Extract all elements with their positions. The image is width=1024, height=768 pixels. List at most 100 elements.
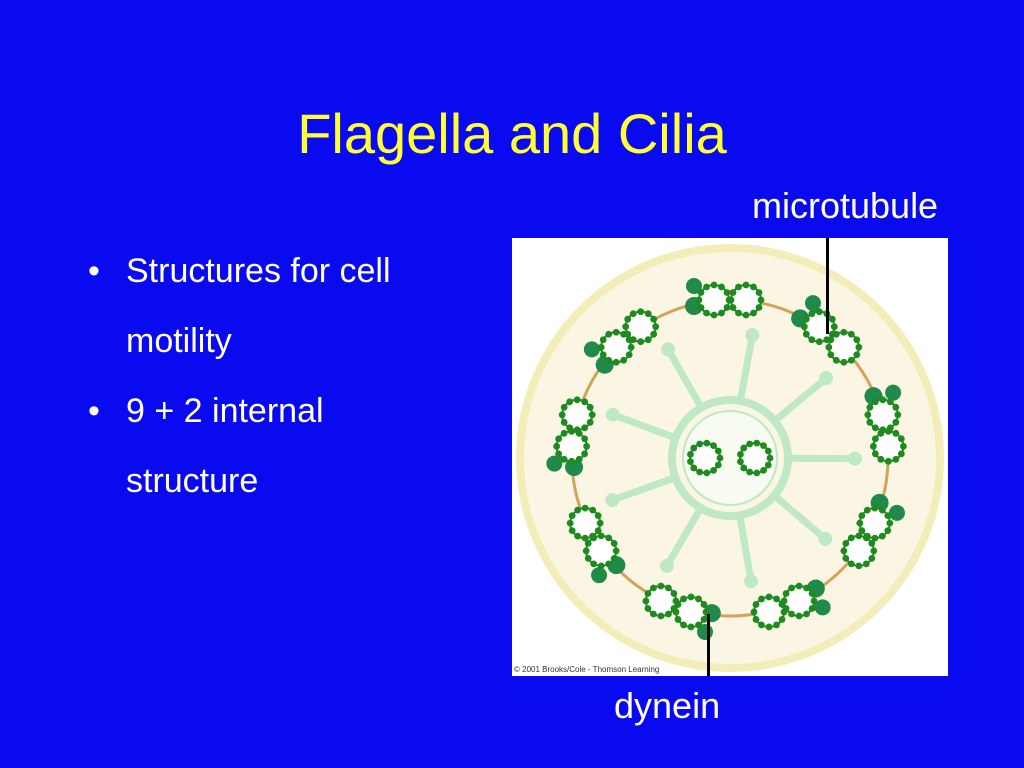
doublet-b-tubule: [872, 430, 905, 463]
tubulin-bead: [832, 356, 840, 364]
tubulin-bead: [758, 621, 765, 629]
tubulin-bead: [665, 584, 672, 592]
tubulin-bead: [700, 601, 708, 608]
tubulin-bead: [574, 506, 582, 514]
bullet-item: 9 + 2 internal structure: [88, 376, 448, 516]
tubulin-bead: [765, 593, 773, 601]
dynein-arm: [546, 455, 563, 472]
tubulin-bead: [780, 608, 788, 616]
tubulin-bead: [568, 457, 576, 465]
tubulin-bead: [650, 330, 658, 338]
tubulin-bead: [795, 582, 803, 590]
tubulin-bead: [589, 532, 597, 540]
tubulin-bead: [637, 308, 645, 316]
dynein-arm: [885, 384, 902, 401]
tubulin-bead: [815, 338, 823, 346]
tubulin-bead: [672, 597, 680, 605]
doublet-a-tubule: [585, 534, 618, 567]
tubulin-bead: [840, 328, 848, 336]
doublet-b-tubule: [842, 534, 875, 567]
tubulin-bead: [840, 547, 848, 555]
tubulin-bead: [795, 612, 803, 620]
tubulin-bead: [652, 323, 660, 331]
tubulin-bead: [892, 429, 900, 437]
tubulin-bead: [624, 315, 632, 323]
tubulin-bead: [696, 440, 704, 448]
tubulin-bead: [665, 610, 672, 618]
tubulin-bead: [695, 595, 702, 603]
tubulin-bead: [782, 590, 790, 597]
tubulin-bead: [803, 584, 810, 592]
tubulin-bead: [827, 351, 835, 359]
tubulin-bead: [612, 547, 620, 555]
tubulin-bead: [727, 296, 735, 304]
tubulin-bead: [808, 590, 816, 597]
doublet-a-tubule: [555, 430, 588, 463]
tubulin-bead: [737, 458, 744, 465]
tubulin-bead: [702, 608, 710, 616]
axoneme-svg: [516, 244, 944, 672]
tubulin-bead: [832, 330, 840, 338]
tubulin-bead: [605, 356, 613, 364]
tubulin-bead: [892, 418, 900, 426]
tubulin-bead: [877, 429, 885, 437]
tubulin-bead: [750, 309, 757, 317]
tubulin-bead: [622, 323, 630, 331]
tubulin-bead: [878, 532, 886, 540]
tubulin-bead: [755, 289, 763, 296]
tubulin-bead: [856, 519, 864, 527]
doublet-a-tubule: [698, 284, 730, 316]
doublet-b-tubule: [624, 310, 657, 343]
central-sheath: [668, 396, 792, 520]
tubulin-bead: [808, 310, 816, 318]
tubulin-bead: [746, 468, 754, 476]
tubulin-bead: [788, 584, 795, 592]
tubulin-bead: [870, 547, 878, 555]
tubulin-bead: [690, 464, 698, 472]
tubulin-bead: [803, 610, 810, 618]
tubulin-bead: [740, 444, 748, 452]
slide-title: Flagella and Cilia: [297, 102, 727, 165]
tubulin-bead: [680, 595, 687, 603]
tubulin-bead: [802, 330, 810, 338]
tubulin-bead: [553, 442, 561, 450]
doublet-a-tubule: [858, 507, 891, 540]
tubulin-bead: [627, 343, 635, 351]
tubulin-bead: [868, 554, 876, 562]
tubulin-bead: [612, 328, 620, 336]
tubulin-bead: [597, 532, 605, 540]
tubulin-bead: [710, 281, 718, 289]
tubulin-bead: [750, 608, 758, 616]
tubulin-bead: [586, 403, 594, 411]
tubulin-bead: [897, 435, 905, 443]
tubulin-bead: [605, 560, 613, 568]
tubulin-bead: [878, 506, 886, 514]
dynein-arm: [686, 278, 702, 294]
tubulin-bead: [847, 330, 855, 338]
tubulin-bead: [740, 464, 748, 472]
tubulin-bead: [800, 323, 808, 331]
spoke-head: [744, 574, 759, 589]
tubulin-bead: [746, 440, 754, 448]
tubulin-bead: [871, 398, 879, 406]
tubulin-bead: [566, 424, 574, 432]
tubulin-bead: [884, 527, 892, 535]
tubulin-bead: [737, 451, 744, 458]
tubulin-bead: [581, 424, 589, 432]
tubulin-bead: [703, 439, 711, 447]
doublet-a-tubule: [866, 398, 899, 431]
doublet-b-tubule: [561, 398, 594, 431]
tubulin-bead: [760, 466, 767, 474]
tubulin-bead: [899, 442, 907, 450]
axoneme-diagram: © 2001 Brooks/Cole - Thomson Learning: [512, 238, 948, 676]
tubulin-bead: [629, 310, 637, 318]
doublet-b-tubule: [753, 595, 786, 628]
tubulin-bead: [574, 532, 582, 540]
tubulin-bead: [594, 512, 602, 520]
doublet-a-tubule: [783, 584, 816, 617]
tubulin-bead: [644, 590, 652, 597]
microtubule-label: microtubule: [752, 185, 939, 226]
tubulin-bead: [858, 527, 866, 535]
radial-spoke: [737, 331, 756, 403]
tubulin-bead: [697, 304, 705, 311]
